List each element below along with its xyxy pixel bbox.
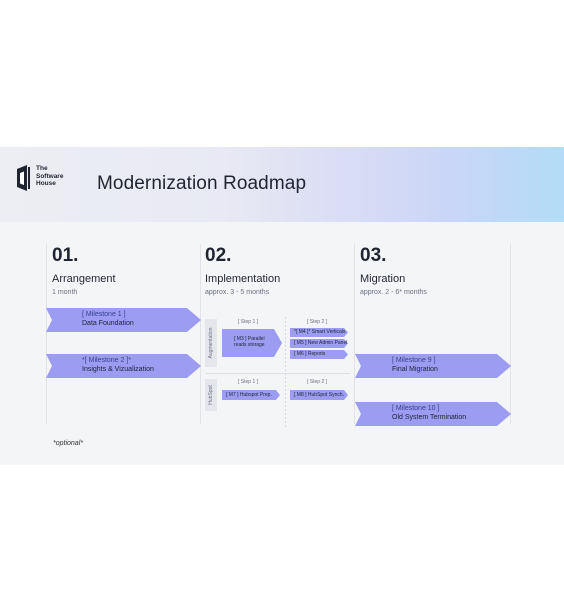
milestone-2-tag: *[ Milestone 2 ]* [82,357,132,364]
page-title: Modernization Roadmap [97,173,307,194]
roadmap-slide: The Software House Modernization Roadmap… [0,147,564,465]
milestone-1-tag: [ Milestone 1 ] [82,311,126,318]
phase-number: 02. [205,245,232,266]
phase-name: Implementation [205,273,281,285]
m6-arrow [290,350,348,359]
milestone-9-arrow [355,354,511,378]
m5-label: [ M5 ] New Admin Panel [294,340,348,346]
m8-label: [ M8 ] HubSpot Synch. [294,392,345,398]
m3-arrow [222,329,282,357]
milestone-10-name: Old System Termination [392,414,467,421]
m4-label: *[ M4 ]* Smart Verticals [294,329,346,335]
milestone-9-tag: [ Milestone 9 ] [392,357,436,364]
m6-label: [ M6 ] Reports [294,351,326,357]
m7-arrow [222,390,280,400]
m7-label: [ M7 ] Hubspot Prep. [226,392,272,398]
phase-duration: 1 month [52,289,78,296]
milestone-1-name: Data Foundation [82,320,134,327]
milestone-9-name: Final Migration [392,366,438,373]
hub-step-2-label: [ Step 2 ] [307,379,328,385]
aug-step-1-label: [ Step 1 ] [238,319,259,325]
milestone-10-arrow [355,402,511,426]
logo-text: The Software House [36,165,64,187]
hubspot-track-label: HubSpot [208,385,214,405]
hub-step-1-label: [ Step 1 ] [238,379,259,385]
m3-line2: reads storage [234,342,265,348]
augmentation-track-label: Augmentation [208,327,214,359]
track-separator [205,373,350,374]
column-divider [46,244,47,424]
house-logo-icon [17,165,30,191]
step-divider [285,317,286,427]
milestone-10-tag: [ Milestone 10 ] [392,405,440,412]
column-divider [510,244,511,424]
phase-name: Arrangement [52,273,116,285]
m5-arrow [290,339,348,348]
phase-duration: approx. 3 - 5 months [205,289,270,296]
footnote: *optional* [53,440,83,447]
phase-number: 01. [52,245,79,266]
phase-name: Migration [360,273,406,285]
hubspot-track-label-box [205,379,217,411]
m8-arrow [290,390,348,400]
company-logo: The Software House [16,165,76,195]
milestone-2-name: Insights & Vizualization [82,366,154,373]
milestone-2-arrow [46,354,201,378]
augmentation-track-label-box [205,319,217,367]
phase-duration: approx. 2 - 6* months [360,289,427,296]
phase-number: 03. [360,245,387,266]
m4-arrow [290,328,348,337]
aug-step-2-label: [ Step 2 ] [307,319,328,325]
slide-header: The Software House Modernization Roadmap [0,147,564,222]
column-divider [200,244,201,424]
m3-line1: [ M3 ] Parallel [234,336,265,342]
column-divider [354,244,355,424]
milestone-1-arrow [46,308,201,332]
